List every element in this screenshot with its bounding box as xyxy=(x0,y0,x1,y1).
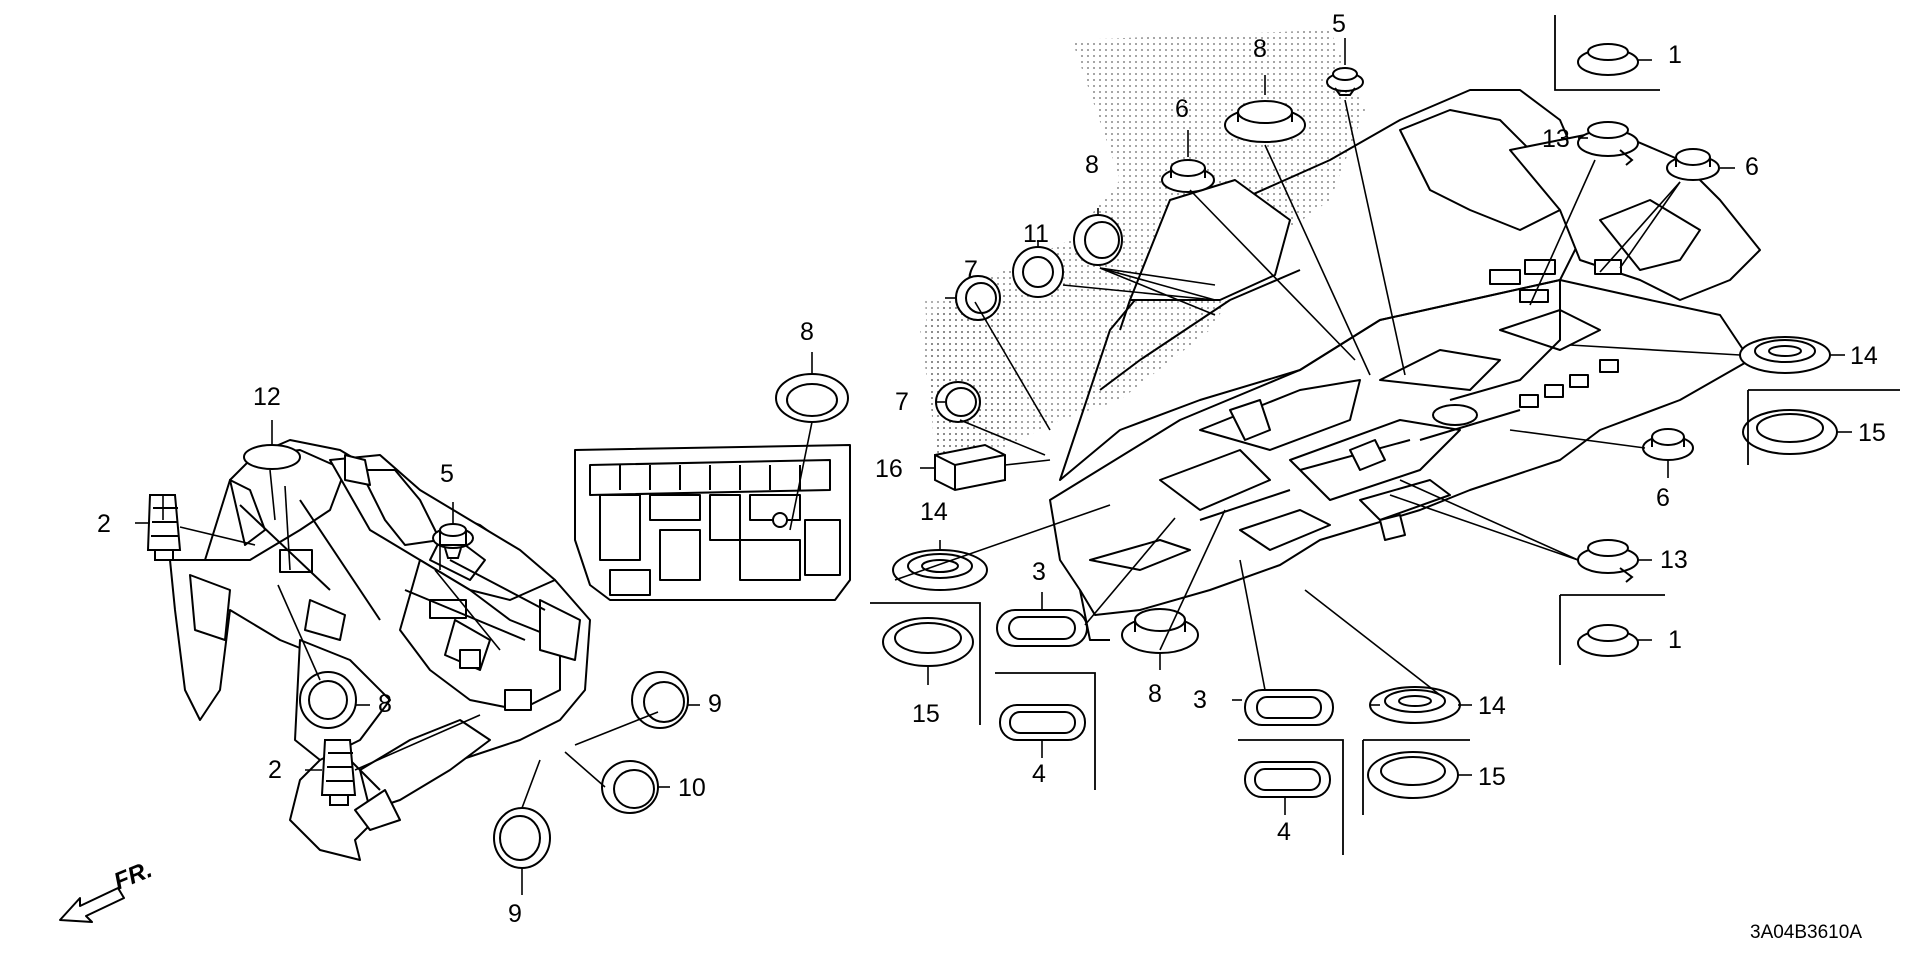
label-part-6b: 6 xyxy=(1745,153,1759,181)
diagram-code: 3A04B3610A xyxy=(1750,922,1862,943)
label-part-4b: 4 xyxy=(1277,818,1291,846)
part-grommet-1a xyxy=(1577,43,1639,76)
label-part-14b: 14 xyxy=(1478,692,1506,720)
part-grommet-8a xyxy=(299,671,357,729)
label-part-6c: 6 xyxy=(1656,484,1670,512)
bracket-lines xyxy=(870,15,1900,855)
part-grommet-1b xyxy=(1577,624,1639,657)
label-part-3b: 3 xyxy=(1193,686,1207,714)
part-ring-15a xyxy=(882,617,974,667)
part-grommet-6b xyxy=(1666,148,1720,181)
front-arrow-icon xyxy=(59,887,125,923)
part-oval-4a xyxy=(999,704,1086,741)
part-grommet-8e xyxy=(1224,100,1306,143)
label-part-13a: 13 xyxy=(1542,125,1570,153)
part-pad-14b xyxy=(1369,686,1461,724)
label-part-6a: 6 xyxy=(1175,95,1189,123)
part-grommet-8b xyxy=(775,373,849,423)
label-part-13b: 13 xyxy=(1660,546,1688,574)
part-grommet-8c xyxy=(1121,608,1199,654)
label-part-2a: 2 xyxy=(97,510,111,538)
label-part-4a: 4 xyxy=(1032,760,1046,788)
label-part-9b: 9 xyxy=(508,900,522,928)
part-grommet-6a xyxy=(1161,159,1215,193)
part-grommet-8d xyxy=(1073,214,1123,266)
parts xyxy=(146,43,1838,869)
label-part-7a: 7 xyxy=(964,256,978,284)
label-part-7b: 7 xyxy=(895,388,909,416)
label-part-11: 11 xyxy=(1023,220,1049,248)
part-ring-15c xyxy=(1742,409,1838,455)
floor-body-assembly xyxy=(1049,89,1761,641)
label-part-8d: 8 xyxy=(1085,151,1099,179)
part-oval-4b xyxy=(1244,761,1331,798)
label-part-10: 10 xyxy=(678,774,706,802)
label-part-15b: 15 xyxy=(1478,763,1506,791)
label-part-1a: 1 xyxy=(1668,41,1682,69)
part-ring-15b xyxy=(1367,751,1459,799)
label-part-3a: 3 xyxy=(1032,558,1046,586)
part-pad-14c xyxy=(1739,336,1831,374)
front-direction-indicator: FR. xyxy=(59,856,156,923)
part-grommet-7a xyxy=(955,275,1001,321)
label-part-14a: 14 xyxy=(920,498,948,526)
leader-lines xyxy=(135,38,1852,895)
label-part-8e: 8 xyxy=(1253,35,1267,63)
label-part-8b: 8 xyxy=(800,318,814,346)
label-part-15c: 15 xyxy=(1858,419,1886,447)
label-part-1b: 1 xyxy=(1668,626,1682,654)
label-part-8c: 8 xyxy=(1148,680,1162,708)
part-grommet-7b xyxy=(935,381,981,423)
part-plug-2b xyxy=(320,739,357,806)
part-grommet-5b xyxy=(1326,67,1364,96)
label-part-14c: 14 xyxy=(1850,342,1878,370)
part-oval-3a xyxy=(996,609,1088,647)
label-part-8a: 8 xyxy=(378,690,392,718)
part-grommet-9a xyxy=(631,671,689,729)
part-pad-14a xyxy=(892,549,988,591)
part-grommet-6c xyxy=(1642,428,1694,461)
label-part-12: 12 xyxy=(253,383,281,411)
label-part-16: 16 xyxy=(875,455,903,483)
label-part-15a: 15 xyxy=(912,700,940,728)
part-foam-16 xyxy=(934,443,1006,492)
part-plug-2a xyxy=(146,494,182,561)
part-grommet-9b xyxy=(493,807,551,869)
label-part-5a: 5 xyxy=(440,460,454,488)
part-disc-12 xyxy=(243,444,301,470)
part-grommet-11 xyxy=(1012,246,1064,298)
label-part-5b: 5 xyxy=(1332,10,1346,38)
stipple-region-left xyxy=(925,290,1020,470)
center-panel-assembly xyxy=(574,444,851,601)
front-frame-assembly xyxy=(169,439,591,861)
part-clip-13b xyxy=(1577,539,1639,583)
part-oval-3b xyxy=(1244,689,1334,726)
label-part-9a: 9 xyxy=(708,690,722,718)
label-part-2b: 2 xyxy=(268,756,282,784)
front-direction-label: FR. xyxy=(110,856,156,896)
part-clip-13a xyxy=(1577,121,1639,166)
part-labels: 1 1 2 2 3 3 4 4 5 5 6 6 6 7 7 8 8 8 8 8 … xyxy=(97,10,1886,928)
part-grommet-10 xyxy=(601,760,659,814)
